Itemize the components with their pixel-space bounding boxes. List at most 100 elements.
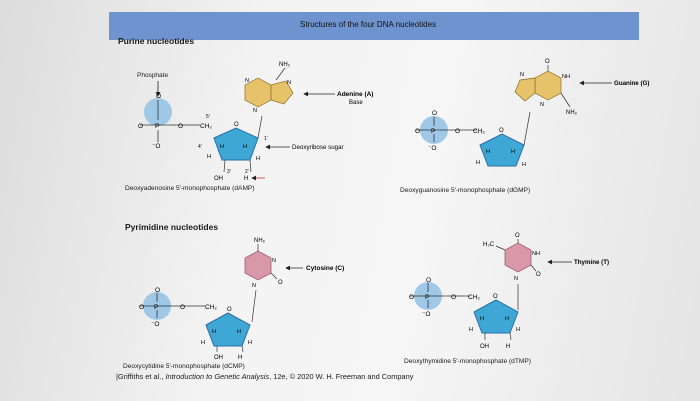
svg-text:H: H (480, 316, 484, 322)
svg-text:H: H (237, 329, 241, 335)
svg-text:OH: OH (480, 344, 489, 350)
thymine-label: Thymine (T) (574, 259, 609, 266)
svg-text:P: P (155, 123, 159, 130)
svg-text:O: O (156, 93, 161, 100)
thymine-ring (504, 242, 532, 273)
svg-text:H: H (220, 144, 224, 150)
svg-text:OH: OH (214, 355, 223, 361)
dcmp-structure: O O P O ⁻O CH₂ O H H H H OH H NH₂ N N O … (139, 238, 344, 361)
svg-text:NH₂: NH₂ (279, 62, 291, 68)
dcmp-name: Deoxycytidine 5′-monophosphate (dCMP) (123, 363, 245, 370)
svg-text:4′: 4′ (198, 144, 202, 150)
svg-text:O: O (499, 128, 504, 134)
guanine-ring-6 (534, 70, 562, 101)
svg-text:H: H (511, 149, 515, 155)
svg-text:P: P (431, 128, 435, 135)
svg-text:⁻O: ⁻O (152, 143, 161, 150)
guanine-ring-5 (514, 77, 536, 102)
svg-text:⁻O: ⁻O (151, 321, 160, 328)
svg-text:NH₂: NH₂ (254, 238, 266, 244)
svg-text:O: O (515, 233, 520, 239)
guanine-label: Guanine (G) (614, 80, 649, 87)
svg-text:3′: 3′ (227, 169, 231, 175)
svg-text:N: N (520, 72, 524, 78)
svg-text:H: H (207, 154, 211, 160)
pyrimidine-heading: Pyrimidine nucleotides (125, 222, 219, 232)
svg-text:P: P (425, 294, 429, 301)
svg-text:O: O (536, 272, 541, 278)
svg-text:NH: NH (562, 74, 570, 80)
dtmp-structure: O O P O ⁻O CH₂ O H H H H OH H O H₃C NH N… (409, 233, 609, 350)
svg-text:O: O (139, 304, 144, 311)
svg-text:O: O (426, 277, 431, 284)
svg-text:NH₂: NH₂ (566, 110, 578, 116)
svg-text:CH₂: CH₂ (205, 304, 217, 311)
adenine-label: Adenine (A) (337, 91, 373, 98)
svg-text:CH₂: CH₂ (473, 128, 485, 135)
svg-text:P: P (154, 304, 158, 311)
dcmp-sugar (205, 312, 251, 347)
dtmp-sugar (473, 299, 519, 334)
svg-text:H: H (243, 144, 247, 150)
svg-text:H: H (506, 344, 510, 350)
svg-text:N: N (514, 276, 518, 282)
svg-text:H: H (256, 156, 260, 162)
svg-text:CH₂: CH₂ (200, 123, 212, 130)
dtmp-name: Deoxythymidine 5′-monophosphate (dTMP) (404, 358, 531, 365)
dgmp-structure: O O P O ⁻O CH₂ O H H H H O NH NH₂ N N Gu… (415, 59, 649, 168)
svg-text:O: O (178, 123, 183, 130)
svg-text:O: O (155, 287, 160, 294)
base-label: Base (349, 100, 363, 106)
svg-text:H₃C: H₃C (483, 242, 495, 248)
svg-text:N: N (540, 102, 544, 108)
svg-text:⁻O: ⁻O (428, 145, 437, 152)
svg-text:H: H (248, 340, 252, 346)
svg-text:O: O (138, 123, 143, 130)
svg-text:N: N (252, 283, 256, 289)
phosphate-label: Phosphate (137, 72, 168, 79)
svg-text:1′: 1′ (264, 136, 268, 142)
svg-text:OH: OH (214, 176, 223, 182)
svg-text:N: N (253, 108, 257, 114)
svg-text:CH₂: CH₂ (468, 294, 480, 301)
svg-text:H: H (486, 149, 490, 155)
svg-text:NH: NH (532, 251, 540, 257)
svg-text:O: O (451, 294, 456, 301)
svg-text:N: N (272, 258, 276, 264)
svg-text:O: O (545, 59, 550, 65)
damp-sugar (213, 127, 259, 161)
svg-text:H: H (201, 340, 205, 346)
svg-text:H: H (505, 316, 509, 322)
svg-text:2′: 2′ (245, 169, 249, 175)
svg-text:H: H (476, 160, 480, 166)
svg-text:H: H (238, 355, 242, 361)
dgmp-sugar (479, 133, 525, 167)
svg-text:O: O (234, 122, 239, 128)
svg-text:O: O (227, 307, 232, 313)
deoxyribose-label: Deoxyribose sugar (292, 144, 344, 151)
svg-text:H: H (516, 327, 520, 333)
svg-text:⁻O: ⁻O (422, 311, 431, 318)
svg-text:O: O (455, 128, 460, 135)
svg-text:N: N (245, 78, 249, 84)
svg-text:O: O (432, 110, 437, 117)
svg-text:H: H (522, 162, 526, 168)
cytosine-ring (244, 250, 272, 281)
dgmp-name: Deoxyguanosine 5′-monophosphate (dGMP) (400, 187, 531, 194)
svg-text:O: O (180, 304, 185, 311)
citation: |Griffiths et al., Introduction to Genet… (116, 372, 414, 381)
svg-text:H: H (212, 329, 216, 335)
svg-text:O: O (493, 294, 498, 300)
cytosine-label: Cytosine (C) (306, 265, 344, 272)
svg-text:H: H (469, 327, 473, 333)
title-banner (109, 12, 639, 40)
damp-name: Deoxyadenosine 5′-monophosphate (dAMP) (125, 185, 255, 192)
svg-text:N: N (287, 80, 291, 86)
damp-structure: Phosphate O O P O ⁻O CH₂ 5′ O 4′ 3′ 2′ 1… (137, 62, 373, 182)
adenine-ring-5 (270, 80, 294, 105)
svg-text:5′: 5′ (206, 114, 210, 120)
svg-text:O: O (415, 128, 420, 135)
purine-heading: Purine nucleotides (118, 36, 195, 46)
